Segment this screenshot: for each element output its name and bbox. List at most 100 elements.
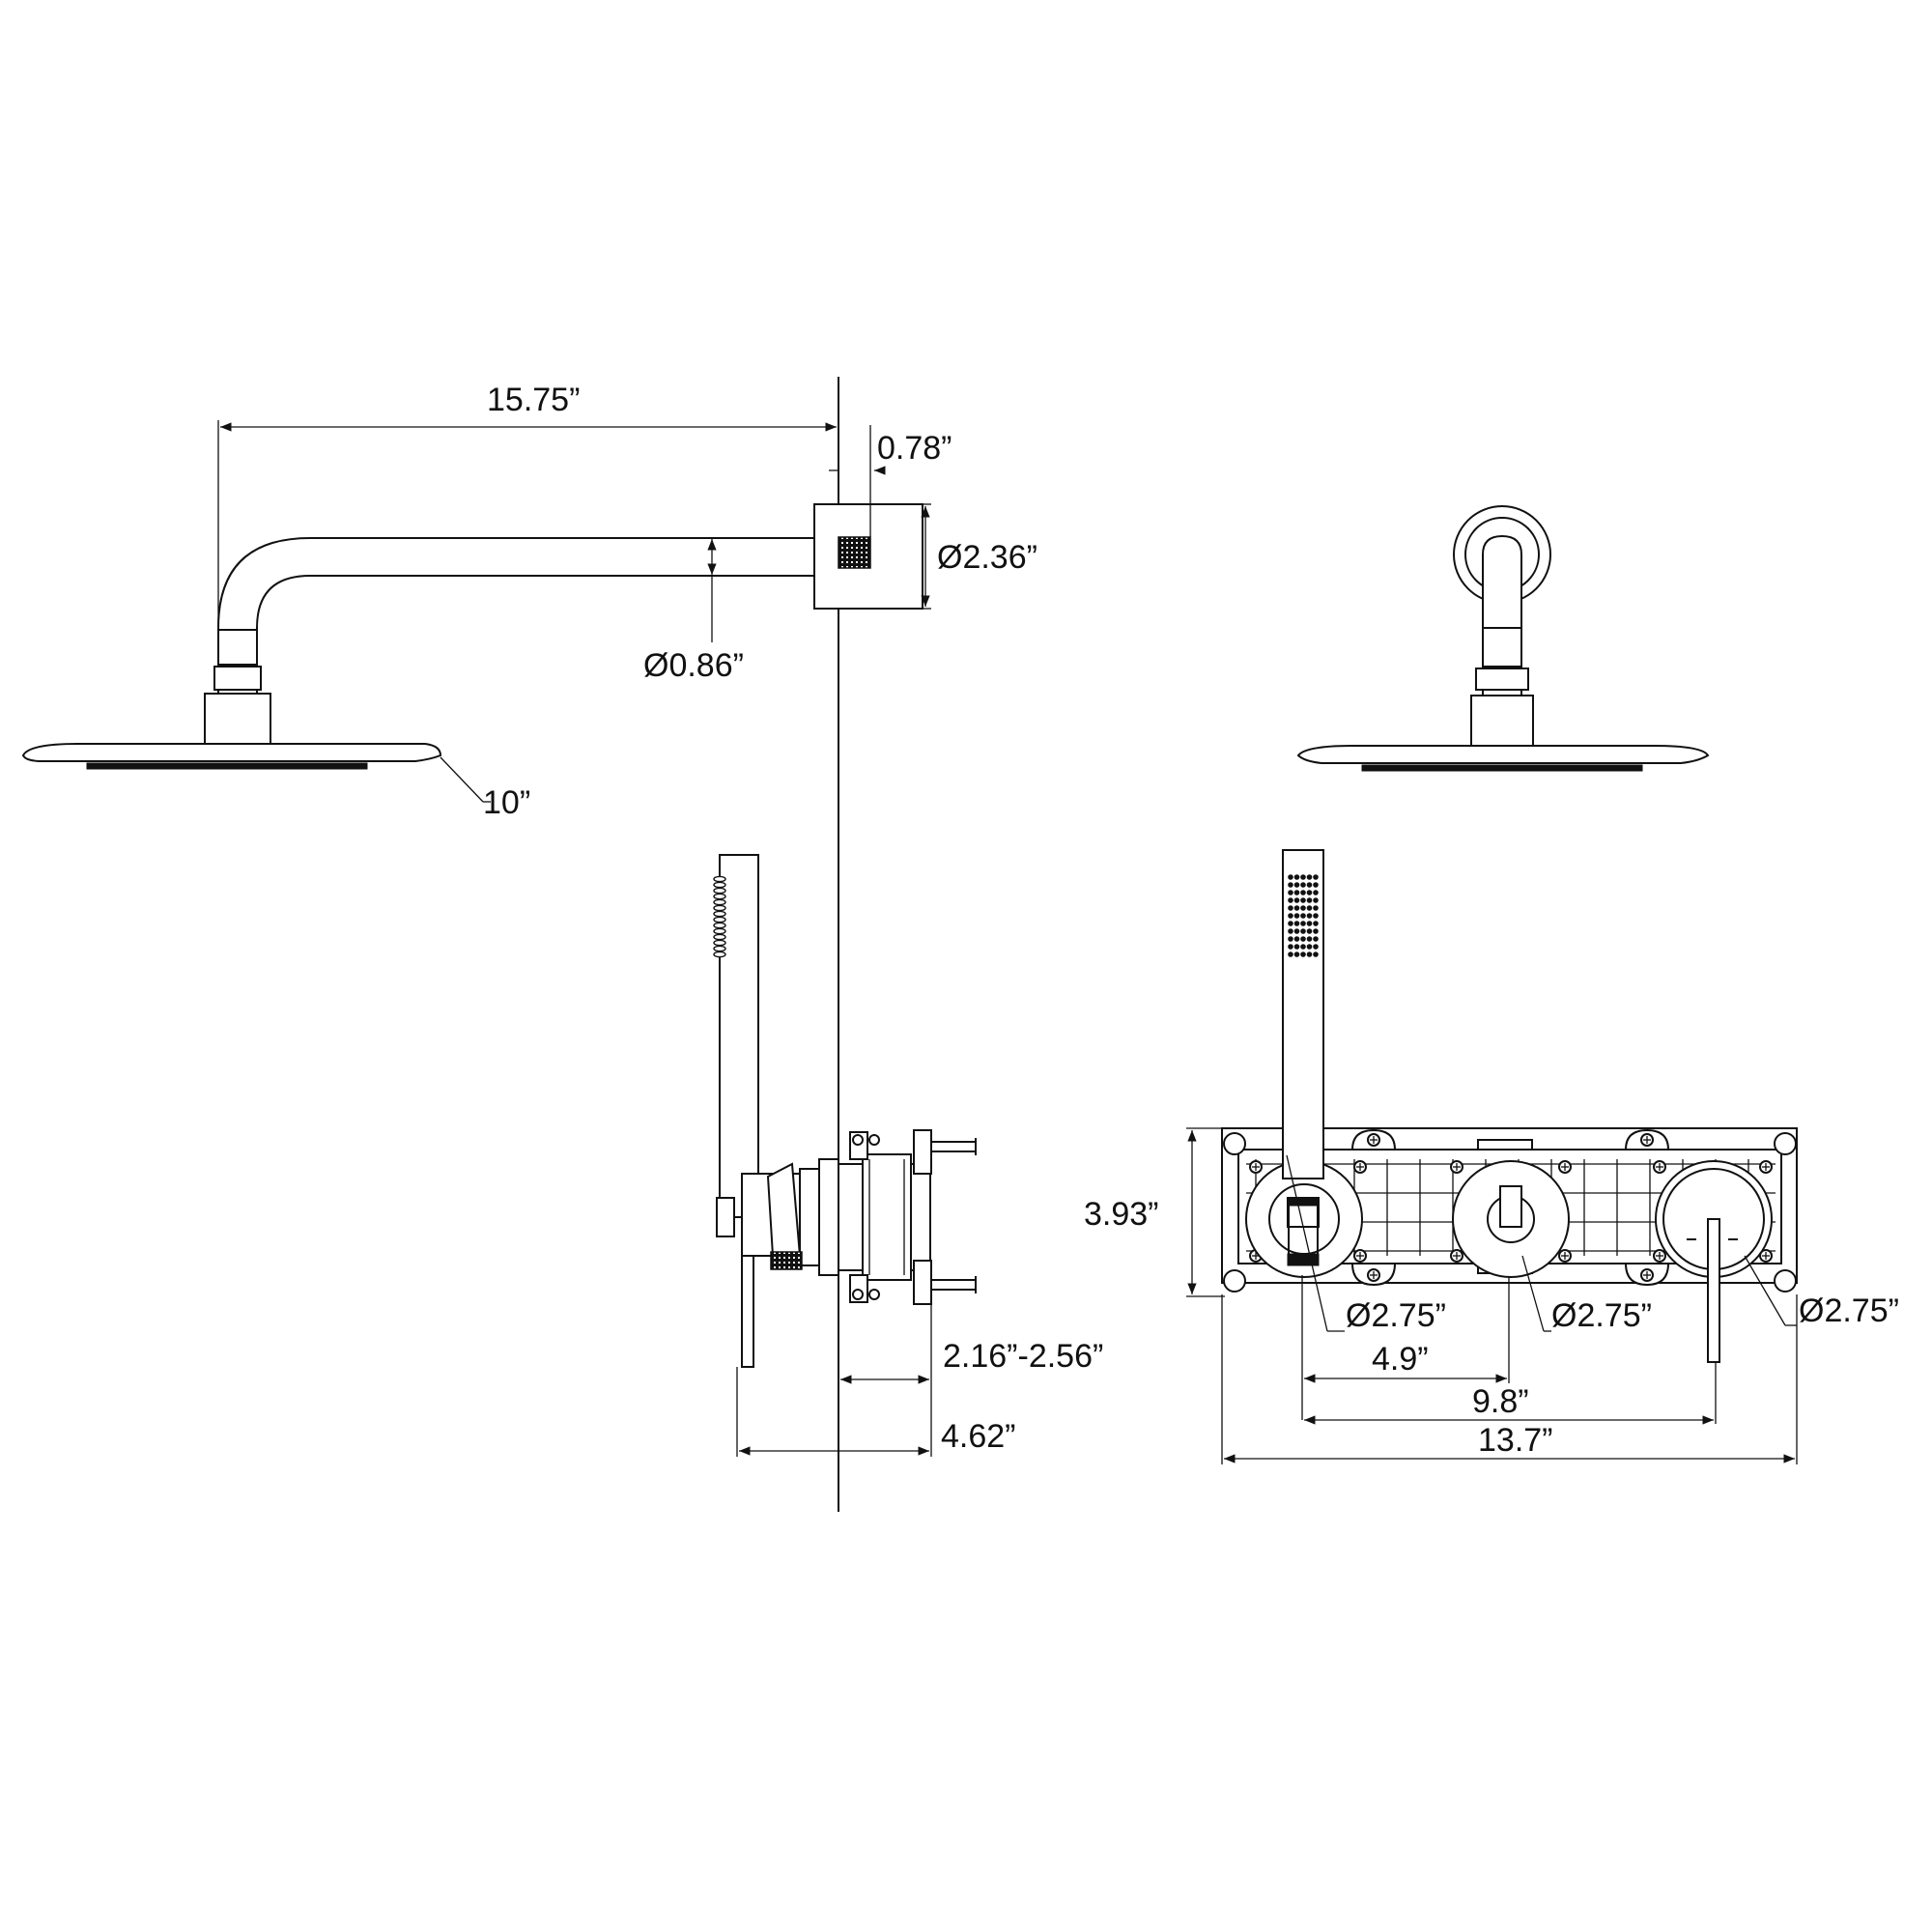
nozzle-dot	[1288, 905, 1293, 911]
nozzle-dot	[1313, 913, 1319, 919]
nozzle-dot	[713, 939, 726, 947]
dim-plate-height: 3.93”	[1084, 1127, 1225, 1297]
nozzle-dot	[1293, 874, 1300, 880]
dim-arm-length: 15.75”	[217, 382, 837, 620]
nozzle-dot	[713, 893, 726, 900]
nozzle-dot	[1306, 905, 1313, 911]
dim-arm-length-label: 15.75”	[487, 382, 580, 418]
dim-arm-diameter-label: Ø0.86”	[643, 647, 744, 684]
nozzle-dot	[1300, 905, 1306, 911]
nozzle-dot	[1306, 897, 1313, 903]
dim-spacing-second: 9.8”	[1304, 1362, 1717, 1425]
nozzle-dot	[1313, 921, 1319, 926]
nozzle-dot	[1288, 936, 1293, 942]
dim-showerhead-diameter: 10”	[440, 756, 530, 821]
nozzle-dot	[1300, 928, 1306, 934]
dim-spacing-first: 4.9”	[1301, 1275, 1510, 1420]
dim-flange-depth-label: 0.78”	[877, 430, 952, 467]
dim-arm-diameter: Ø0.86”	[643, 539, 744, 684]
nozzle-dot	[713, 904, 726, 912]
nozzle-dot	[1300, 952, 1306, 957]
nozzle-dot	[713, 922, 726, 929]
nozzle-dot	[1293, 882, 1300, 888]
valve-plate-screws	[1249, 1133, 1773, 1282]
nozzle-dot	[1313, 928, 1319, 934]
side-view-valve	[713, 854, 977, 1368]
nozzle-dot	[1306, 913, 1313, 919]
nozzle-dot	[1313, 905, 1319, 911]
nozzle-dot	[1293, 936, 1300, 942]
front-view-shower-arm	[1296, 505, 1710, 772]
nozzle-dot	[1300, 944, 1306, 950]
nozzle-dot	[1300, 936, 1306, 942]
nozzle-dot	[1306, 921, 1313, 926]
nozzle-dot	[1306, 952, 1313, 957]
nozzle-dot	[1300, 890, 1306, 895]
dim-flange-diameter-label: Ø2.36”	[937, 539, 1037, 576]
nozzle-dot	[1288, 897, 1293, 903]
nozzle-dot	[1293, 921, 1300, 926]
nozzle-dot	[1288, 874, 1293, 880]
nozzle-dot	[1300, 874, 1306, 880]
dim-valve-total-depth: 4.62”	[736, 1367, 1016, 1457]
dim-spacing-second-label: 9.8”	[1472, 1383, 1529, 1420]
nozzle-dot	[713, 933, 726, 941]
nozzle-dot	[713, 887, 726, 895]
nozzle-dot	[713, 910, 726, 918]
dim-plate-height-label: 3.93”	[1084, 1196, 1159, 1233]
dim-trim-diameter-right-label: Ø2.75”	[1799, 1293, 1899, 1329]
dim-spacing-first-label: 4.9”	[1372, 1341, 1429, 1378]
front-view-valve-plate	[1221, 849, 1798, 1363]
nozzle-dot	[1313, 897, 1319, 903]
dim-valve-depth-range-label: 2.16”-2.56”	[943, 1338, 1103, 1375]
dim-trim-diameter-left-label: Ø2.75”	[1346, 1297, 1446, 1334]
dim-valve-depth-range: 2.16”-2.56”	[840, 1304, 1103, 1384]
nozzle-dot	[1293, 928, 1300, 934]
dim-trim-diameter-left: Ø2.75”	[1286, 1154, 1446, 1334]
nozzle-dot	[1300, 913, 1306, 919]
nozzle-dot	[1306, 928, 1313, 934]
nozzle-dot	[1288, 921, 1293, 926]
nozzle-dot	[1288, 928, 1293, 934]
nozzle-dot	[1293, 952, 1300, 957]
nozzle-dot	[1313, 952, 1319, 957]
dim-trim-diameter-center: Ø2.75”	[1521, 1255, 1652, 1334]
nozzle-dot	[1306, 944, 1313, 950]
dim-trim-diameter-center-label: Ø2.75”	[1551, 1297, 1652, 1334]
nozzle-dot	[713, 916, 726, 923]
showerhead-nozzles-front	[1361, 764, 1643, 772]
side-view-shower-arm	[21, 503, 923, 770]
nozzle-dot	[713, 951, 726, 958]
nozzle-dot	[713, 898, 726, 906]
nozzle-dot	[1313, 890, 1319, 895]
nozzle-dot	[1306, 874, 1313, 880]
nozzle-dot	[1293, 890, 1300, 895]
nozzle-dot	[713, 875, 726, 883]
dim-overall-width: 13.7”	[1221, 1294, 1798, 1464]
nozzle-dot	[1306, 882, 1313, 888]
nozzle-dot	[713, 927, 726, 935]
nozzle-dot	[1293, 913, 1300, 919]
showerhead-nozzles-side	[86, 762, 368, 770]
nozzle-dot	[713, 945, 726, 952]
nozzle-dot	[1288, 882, 1293, 888]
dim-flange-depth: 0.78”	[829, 425, 952, 537]
nozzle-dot	[1313, 874, 1319, 880]
nozzle-dot	[1313, 944, 1319, 950]
nozzle-dot	[1300, 882, 1306, 888]
nozzle-dot	[713, 881, 726, 889]
dim-flange-diameter: Ø2.36”	[921, 503, 1037, 610]
nozzle-dot	[1288, 944, 1293, 950]
nozzle-dot	[1293, 897, 1300, 903]
nozzle-dot	[1293, 905, 1300, 911]
dim-valve-total-depth-label: 4.62”	[941, 1418, 1016, 1455]
nozzle-dot	[1300, 921, 1306, 926]
nozzle-dot	[1313, 936, 1319, 942]
dim-trim-diameter-right: Ø2.75”	[1744, 1255, 1899, 1329]
hand-shower-nozzles-side	[713, 875, 726, 958]
nozzle-dot	[1288, 952, 1293, 957]
nozzle-dot	[1293, 944, 1300, 950]
dim-overall-width-label: 13.7”	[1478, 1422, 1553, 1459]
nozzle-dot	[1306, 936, 1313, 942]
nozzle-dot	[1306, 890, 1313, 895]
